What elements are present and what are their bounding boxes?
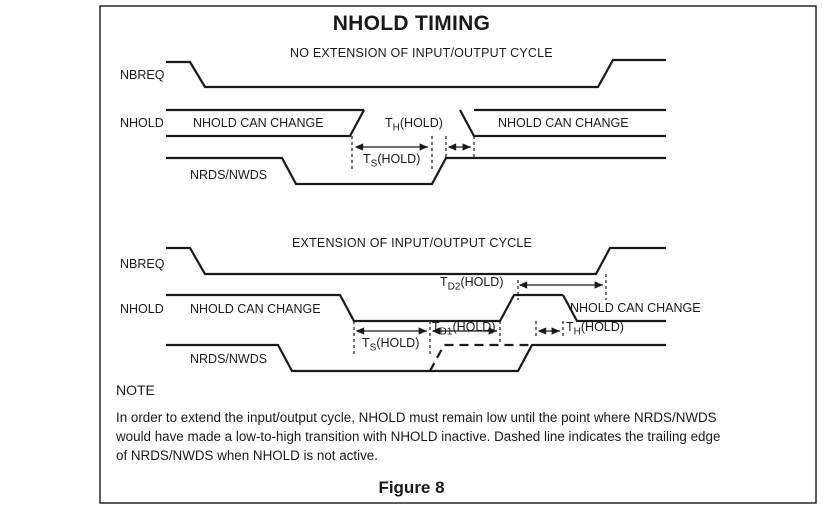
section2-subtitle: EXTENSION OF INPUT/OUTPUT CYCLE: [292, 236, 533, 250]
nhold-label-2: NHOLD: [120, 302, 164, 316]
nbreq-label-2: NBREQ: [120, 257, 165, 271]
can-change-label-1b: NHOLD CAN CHANGE: [498, 116, 629, 130]
can-change-label-2a: NHOLD CAN CHANGE: [190, 302, 321, 316]
th-hold-label-2: TH(HOLD): [566, 320, 624, 338]
nhold-upper-2b: [562, 294, 666, 323]
nhold-label-1: NHOLD: [120, 116, 164, 130]
nrds-waveform-1: [166, 156, 666, 186]
ts-hold-label-1: TS(HOLD): [363, 152, 421, 170]
nhold-upper-2a: [166, 293, 563, 323]
figure-border: [99, 5, 817, 504]
td2-hold-label: TD2(HOLD): [440, 275, 504, 293]
nbreq-waveform-2: [166, 246, 666, 276]
th-hold-label-1: TH(HOLD): [385, 116, 443, 134]
ts-hold-label-2: TS(HOLD): [362, 336, 420, 354]
section1-subtitle: NO EXTENSION OF INPUT/OUTPUT CYCLE: [290, 46, 553, 60]
td1-hold-label: TD1(HOLD): [432, 320, 496, 338]
nbreq-label-1: NBREQ: [120, 68, 165, 82]
nbreq-waveform-1: [166, 58, 666, 89]
can-change-label-2b: NHOLD CAN CHANGE: [570, 301, 701, 315]
nhold-lower-1: [166, 109, 365, 138]
note-text: In order to extend the input/output cycl…: [116, 410, 721, 463]
note-heading: NOTE: [116, 382, 155, 398]
diagram-title: NHOLD TIMING: [332, 12, 491, 35]
nrds-label-1: NRDS/NWDS: [190, 168, 268, 182]
can-change-label-1a: NHOLD CAN CHANGE: [193, 116, 324, 130]
figure-caption: Figure 8: [378, 478, 445, 497]
nrds-label-2: NRDS/NWDS: [190, 352, 268, 366]
nrds-dashed-edge: [429, 343, 532, 372]
nrds-waveform-2: [166, 343, 666, 373]
